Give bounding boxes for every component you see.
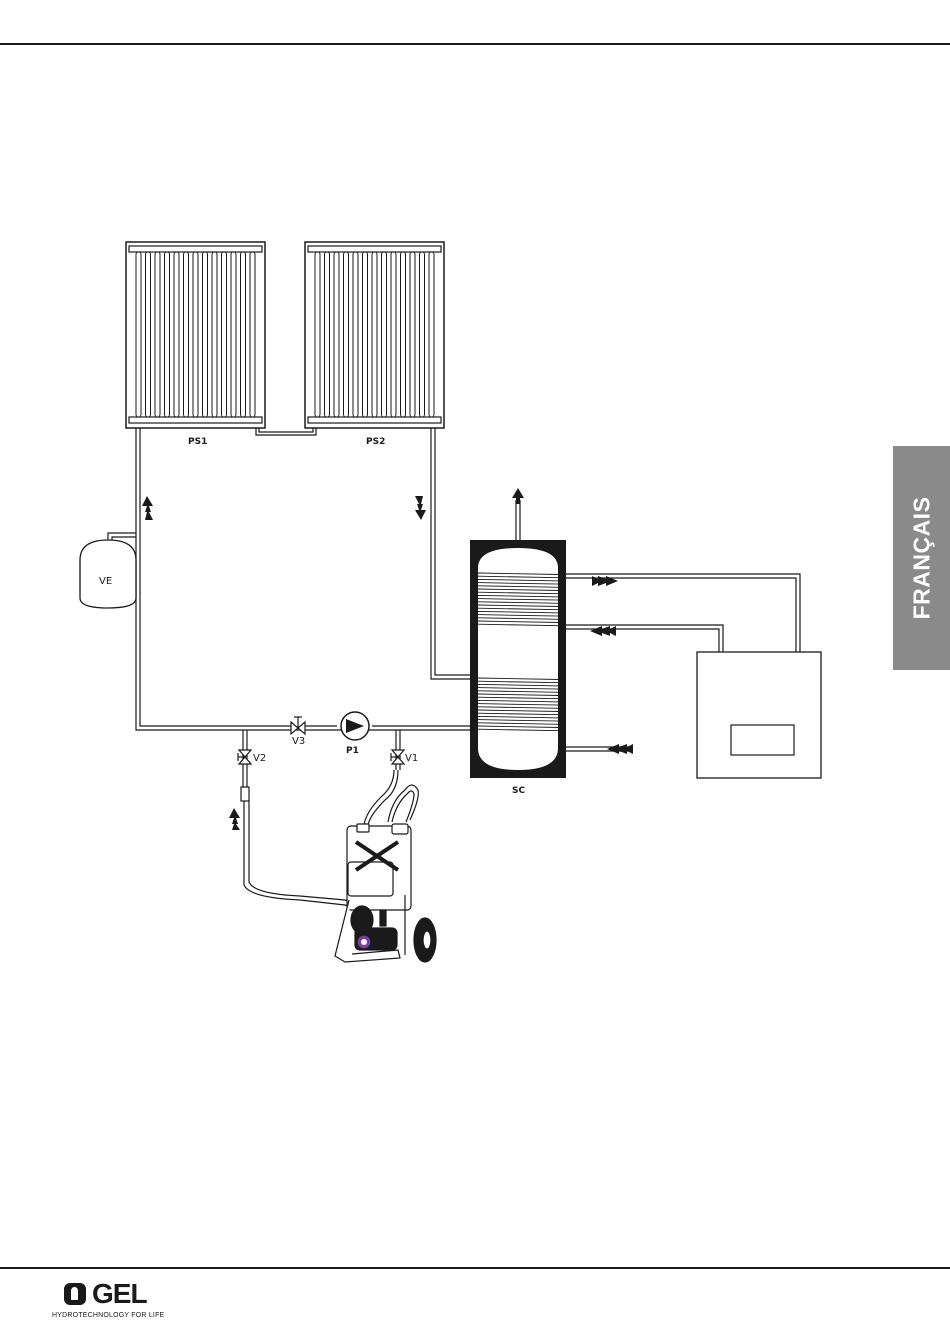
panel-tube (401, 252, 406, 417)
label-ps2: PS2 (366, 437, 385, 447)
arrow-left-icon (607, 744, 633, 754)
panel-tube (155, 252, 160, 417)
panel-tube (315, 252, 320, 417)
label-sc: SC (512, 786, 525, 796)
arrow-up-icon (142, 496, 153, 520)
panel-tube (212, 252, 217, 417)
arrow-down-icon (415, 496, 426, 520)
storage-tank (470, 540, 566, 778)
label-p1: P1 (346, 746, 359, 756)
panel-tube (146, 252, 151, 417)
panel-tube (363, 252, 368, 417)
panel-tube (193, 252, 198, 417)
expansion-vessel (80, 540, 136, 608)
panel-tube (334, 252, 339, 417)
logo-mark-icon (64, 1283, 86, 1305)
panel-tube (372, 252, 377, 417)
panel-tube (429, 252, 434, 417)
label-ve: VE (99, 576, 112, 587)
panel-tube (174, 252, 179, 417)
logo-text: GEL (92, 1278, 147, 1310)
panel-tube (344, 252, 349, 417)
panel-tube (391, 252, 396, 417)
label-v1: V1 (405, 753, 418, 764)
filling-trolley (335, 785, 436, 962)
panel-tube (241, 252, 246, 417)
piping (108, 428, 800, 930)
panel-tube (222, 252, 227, 417)
logo-tagline: HYDROTECHNOLOGY FOR LIFE (52, 1312, 164, 1319)
label-v3: V3 (292, 736, 305, 747)
gel-logo: GEL HYDROTECHNOLOGY FOR LIFE (52, 1278, 192, 1324)
arrow-left-icon (590, 626, 616, 636)
label-ps1: PS1 (188, 437, 207, 447)
language-tab: FRANÇAIS (893, 446, 950, 670)
valve-v1 (391, 750, 404, 764)
arrow-up-icon (512, 488, 524, 504)
solar-panel-ps2 (305, 242, 444, 428)
valve-v2 (238, 750, 251, 801)
panel-tube (382, 252, 387, 417)
panel-tube (410, 252, 415, 417)
valve-v3 (291, 717, 305, 734)
boiler (697, 652, 821, 778)
arrow-up-icon (229, 808, 240, 830)
circulation-pump (341, 712, 369, 740)
panel-tube (184, 252, 189, 417)
panel-tube (325, 252, 330, 417)
footer-rule (0, 1267, 950, 1269)
panel-tube (353, 252, 358, 417)
solar-panel-ps1 (126, 242, 265, 428)
label-v2: V2 (253, 753, 266, 764)
panel-tube (136, 252, 141, 417)
panel-tube (203, 252, 208, 417)
panel-tube (420, 252, 425, 417)
panel-tube (250, 252, 255, 417)
panel-tube (231, 252, 236, 417)
panel-tube (165, 252, 170, 417)
language-tab-label: FRANÇAIS (908, 497, 935, 620)
